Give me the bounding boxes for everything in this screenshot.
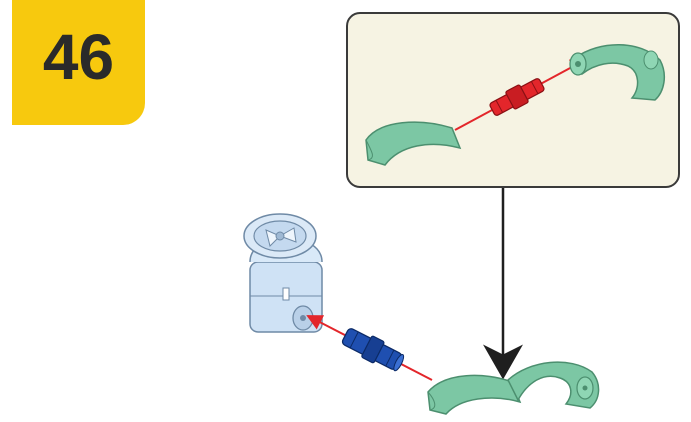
curved-tube-icon	[569, 44, 666, 101]
curved-tube-icon	[427, 361, 600, 415]
step-badge: 46	[12, 0, 145, 125]
round-hub-icon	[243, 213, 323, 333]
blue-axle-connector-icon	[341, 328, 405, 372]
red-axle-connector-icon	[489, 78, 545, 116]
curved-tube-icon	[365, 121, 462, 166]
step-number: 46	[42, 21, 115, 93]
callout-panel	[346, 12, 680, 188]
